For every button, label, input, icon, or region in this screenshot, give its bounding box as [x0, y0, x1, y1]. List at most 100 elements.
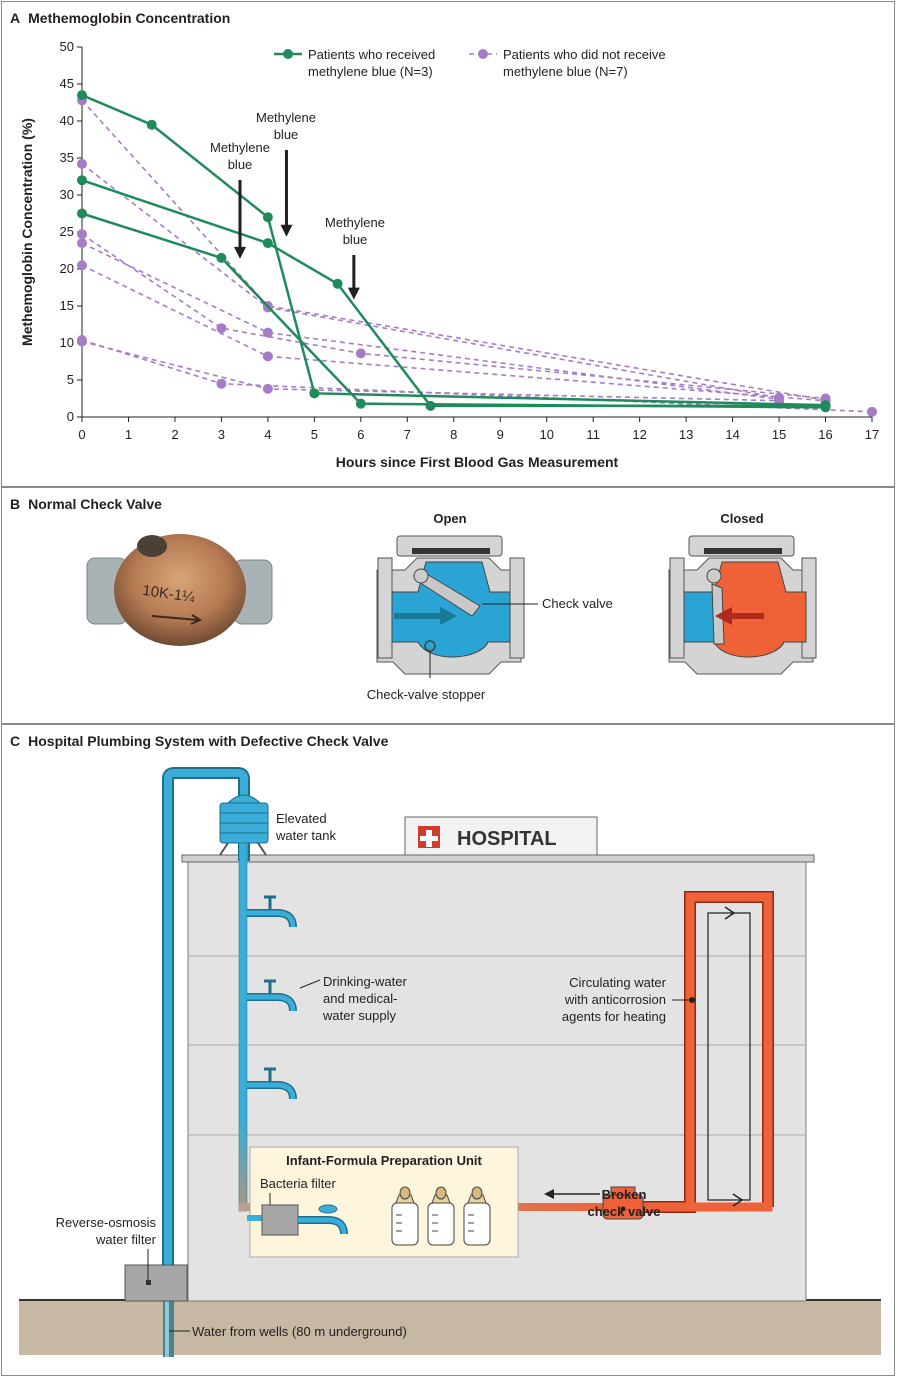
data-point-received	[216, 252, 227, 263]
unit-title: Infant-Formula Preparation Unit	[286, 1153, 482, 1168]
annotation-arrow-head	[347, 287, 360, 300]
series-line-not_received	[81, 339, 873, 413]
y-tick-label: 30	[60, 187, 74, 202]
panel-c-title-text: Hospital Plumbing System with Defective …	[28, 733, 389, 749]
panel-c-title: C Hospital Plumbing System with Defective…	[10, 733, 388, 749]
panel-a-letter: A	[10, 10, 21, 26]
valve-open-diagram: Open Check valve Check-valve stopper	[367, 511, 613, 702]
x-axis-title: Hours since First Blood Gas Measurement	[336, 454, 619, 470]
y-tick-label: 0	[67, 409, 74, 424]
y-tick-label: 5	[67, 372, 74, 387]
panel-c: C Hospital Plumbing System with Defective…	[1, 724, 895, 1376]
legend-marker	[283, 49, 293, 59]
faucet-unit	[298, 1204, 348, 1235]
series-line-received	[81, 179, 826, 408]
x-tick-label: 1	[125, 427, 132, 442]
annotation-arrow-head	[234, 246, 246, 259]
check-valve-stopper-label: Check-valve stopper	[367, 687, 486, 702]
y-axis-title: Methemoglobin Concentration (%)	[19, 118, 35, 346]
data-point-not_received	[262, 327, 273, 338]
legend-label: Patients who did not receive	[503, 47, 666, 62]
series-line-not_received	[81, 163, 780, 399]
data-point-not_received	[262, 383, 273, 394]
x-tick-label: 5	[311, 427, 318, 442]
data-point-received	[262, 212, 273, 223]
faucet-1	[247, 895, 297, 928]
annotation-label: Methylene	[210, 140, 270, 155]
annotation-label: blue	[343, 232, 368, 247]
tank-label-line2: water tank	[275, 828, 336, 843]
data-point-received	[77, 90, 87, 101]
data-point-not_received	[77, 336, 87, 347]
y-tick-label: 15	[60, 298, 74, 313]
data-point-not_received	[216, 323, 227, 334]
y-tick-label: 40	[60, 113, 74, 128]
valve-closed-diagram: Closed	[668, 511, 817, 675]
data-point-received	[425, 400, 436, 411]
ro-label-line1: Reverse-osmosis	[56, 1215, 157, 1230]
series-line-not_received	[81, 233, 826, 400]
elevated-water-tank	[219, 794, 269, 856]
supply-label-line1: Drinking-water	[323, 974, 407, 989]
x-tick-label: 6	[357, 427, 364, 442]
y-tick-label: 25	[60, 224, 74, 239]
broken-valve-line2: check valve	[587, 1204, 660, 1219]
x-tick-label: 11	[586, 427, 600, 442]
y-tick-label: 35	[60, 150, 74, 165]
annotation-label: blue	[274, 127, 299, 142]
check-valve-illustrations: 10K-1¼ Open Check valve Check-valve stop…	[86, 511, 817, 702]
broken-valve-line1: Broken	[602, 1187, 647, 1202]
x-tick-label: 9	[497, 427, 504, 442]
panel-c-letter: C	[10, 733, 21, 749]
data-point-received	[355, 398, 366, 409]
closed-label: Closed	[720, 511, 763, 526]
valve-photo: 10K-1¼	[86, 534, 273, 646]
legend-label: methylene blue (N=3)	[308, 64, 433, 79]
x-tick-label: 13	[679, 427, 693, 442]
series-line-not_received	[81, 340, 780, 402]
x-tick-label: 17	[865, 427, 879, 442]
data-point-not_received	[355, 348, 366, 359]
x-tick-label: 16	[818, 427, 832, 442]
x-tick-label: 8	[450, 427, 457, 442]
y-tick-label: 50	[60, 39, 74, 54]
open-label: Open	[433, 511, 466, 526]
x-tick-label: 3	[218, 427, 225, 442]
panel-a-title: A Methemoglobin Concentration	[10, 10, 230, 26]
x-tick-label: 14	[725, 427, 739, 442]
bacteria-filter-label: Bacteria filter	[260, 1176, 337, 1191]
hospital-sign-text: HOSPITAL	[457, 828, 557, 850]
annotation-label: blue	[228, 157, 253, 172]
data-point-not_received	[77, 260, 87, 271]
series-line-received	[81, 212, 826, 409]
data-point-not_received	[216, 378, 227, 389]
x-tick-label: 12	[632, 427, 646, 442]
wells-label: Water from wells (80 m underground)	[192, 1324, 407, 1339]
x-tick-label: 0	[78, 427, 85, 442]
panel-b-title-text: Normal Check Valve	[28, 496, 162, 512]
data-point-not_received	[867, 406, 877, 417]
x-tick-label: 15	[772, 427, 786, 442]
series-line-not_received	[81, 264, 826, 402]
bacteria-filter	[261, 1204, 299, 1236]
plumbing-diagram: HOSPITAL Elevated water tank	[19, 767, 881, 1357]
x-tick-label: 4	[264, 427, 271, 442]
y-tick-label: 20	[60, 261, 74, 276]
heating-loop	[625, 892, 773, 1212]
x-tick-label: 7	[404, 427, 411, 442]
x-tick-label: 10	[539, 427, 553, 442]
faucet-2	[247, 979, 297, 1012]
data-point-not_received	[262, 351, 273, 362]
panel-a-title-text: Methemoglobin Concentration	[28, 10, 231, 26]
y-tick-label: 10	[60, 335, 74, 350]
data-point-received	[146, 119, 157, 130]
annotation-label: Methylene	[325, 215, 385, 230]
series-line-not_received	[81, 99, 826, 401]
reverse-osmosis-filter	[124, 1264, 188, 1302]
supply-label-line3: water supply	[322, 1008, 396, 1023]
data-point-received	[332, 278, 343, 289]
faucet-3	[247, 1067, 297, 1100]
